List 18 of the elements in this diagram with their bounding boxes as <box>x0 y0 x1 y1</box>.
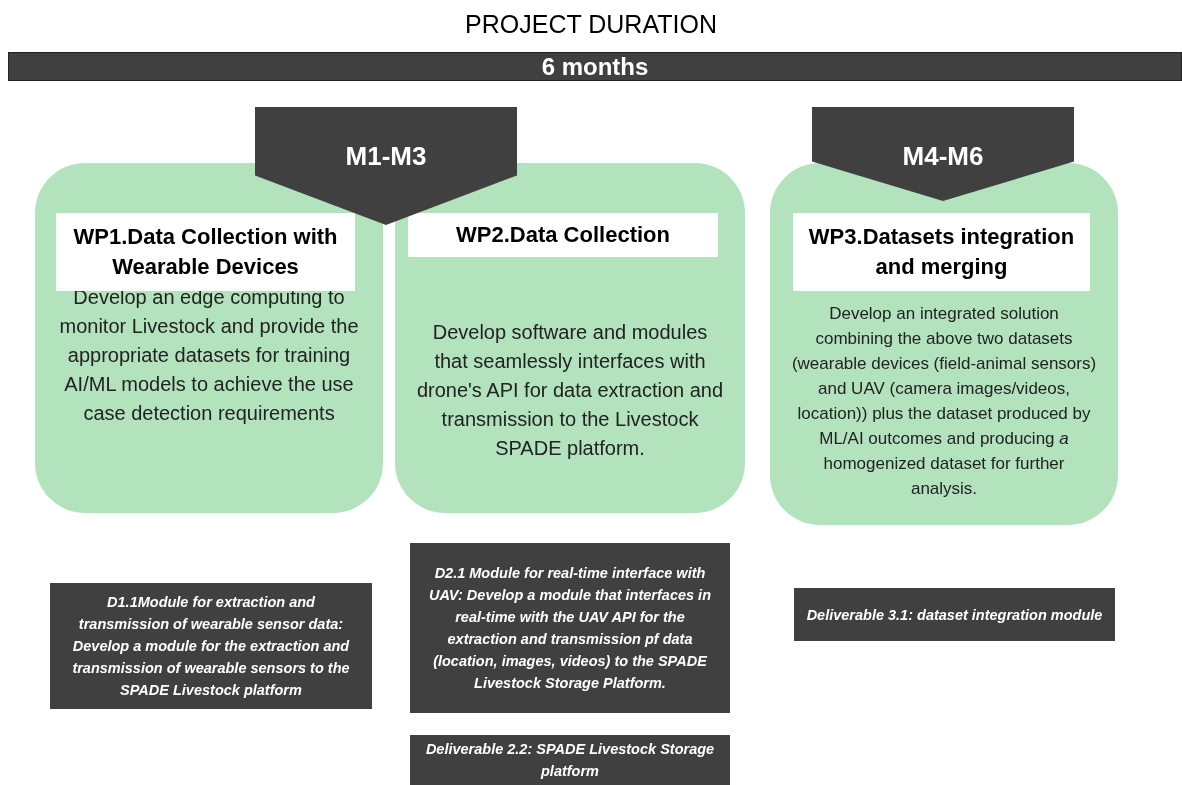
milestone-label: M1-M3 <box>344 140 428 173</box>
milestone-banner <box>812 107 1074 201</box>
work-package-card <box>395 163 745 513</box>
deliverable-box: Deliverable 2.2: SPADE Livestock Storage platform <box>410 735 730 785</box>
work-package-title: WP1.Data Collection with Wearable Devices <box>56 213 355 291</box>
work-package-card <box>35 163 383 513</box>
deliverable-box: D1.1Module for extraction and transmission of wearable sensor data: Develop a module for the extraction and transmission of wearable sensors to the SPADE Livestock platform <box>50 583 372 709</box>
deliverable-box: Deliverable 3.1: dataset integration module <box>794 588 1115 641</box>
work-package-title: WP3.Datasets integration and merging <box>793 213 1090 291</box>
deliverable-box: D2.1 Module for real-time interface with UAV: Develop a module that interfaces in real-time with the UAV API for the extraction and transmission pf data (location, images, videos) to the SPADE Livestock Storage Platform. <box>410 543 730 713</box>
milestone-label: M4-M6 <box>901 140 985 173</box>
milestone-banner <box>255 107 517 225</box>
diagram-title: PROJECT DURATION <box>464 9 718 40</box>
work-package-title: WP2.Data Collection <box>408 213 718 257</box>
duration-bar: 6 months <box>8 52 1182 81</box>
work-package-card <box>770 163 1118 525</box>
work-package-description: Develop an integrated solution combining the above two datasets (wearable devices (field-animal sensors) and UAV (camera images/videos, location)) plus the dataset produced by ML/AI outcomes and producing a homogenized dataset for further analysis. <box>790 303 1098 500</box>
work-package-description: Develop software and modules that seamlessly interfaces with drone's API for data extraction and transmission to the Livestock SPADE platform. <box>415 320 725 461</box>
